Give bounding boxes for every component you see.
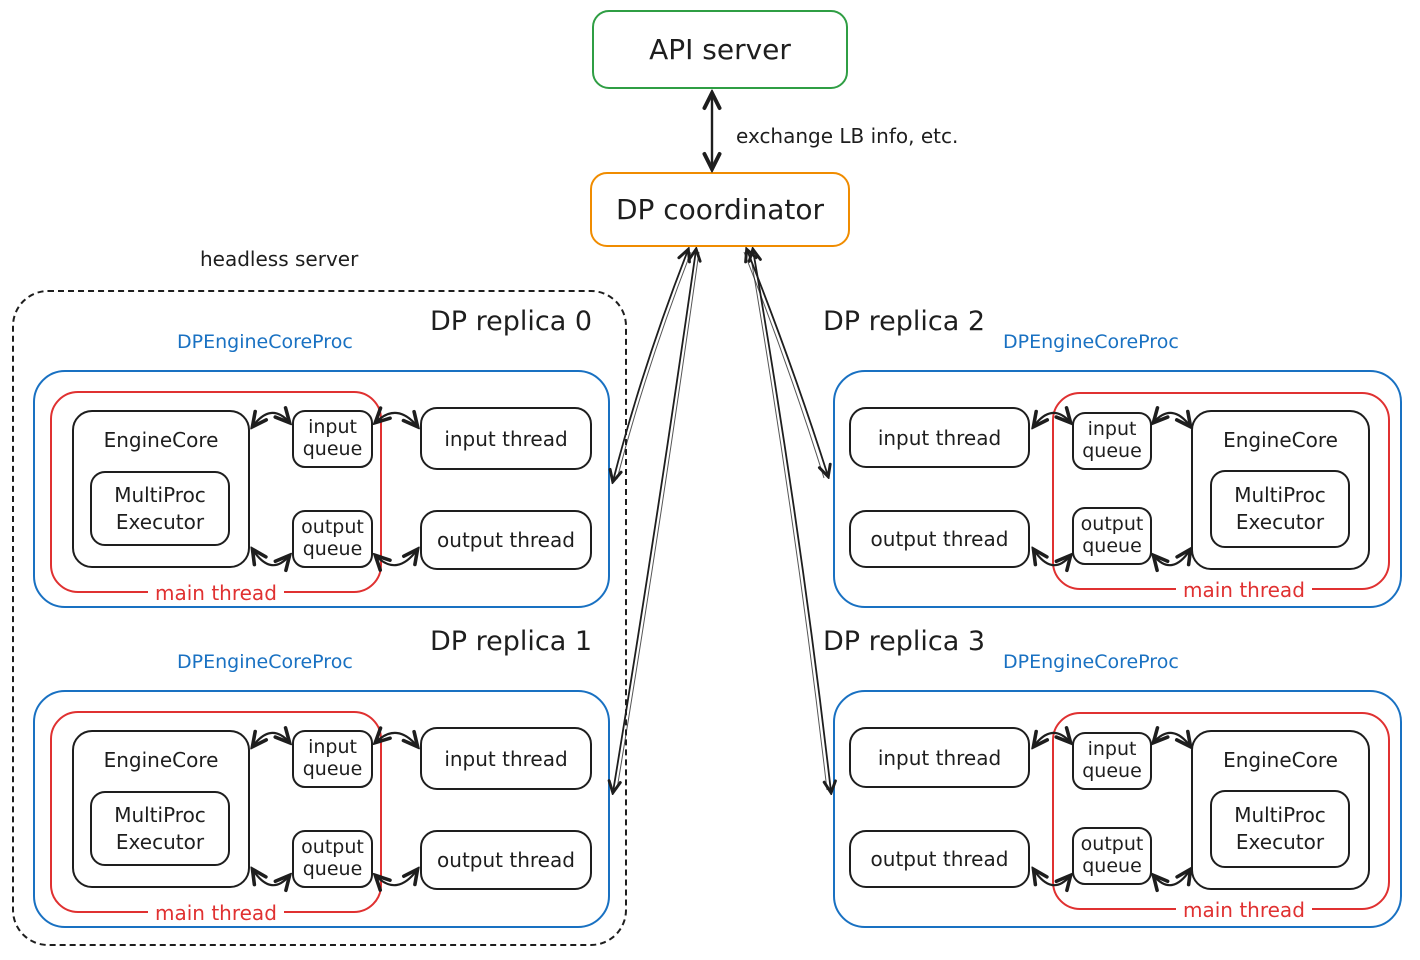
replica-0-input-queue-box: input queue bbox=[292, 410, 373, 468]
replica-2-proc-label: DPEngineCoreProc bbox=[1003, 331, 1179, 353]
replica-0-proc-label: DPEngineCoreProc bbox=[177, 331, 353, 353]
dp-coordinator-label: DP coordinator bbox=[615, 193, 825, 226]
replica-2-executor-label: MultiProc Executor bbox=[1234, 483, 1326, 534]
replica-1-output-queue-label: output queue bbox=[301, 836, 364, 880]
replica-0-input-queue-label: input queue bbox=[302, 416, 363, 460]
replica-2-output-queue-label: output queue bbox=[1080, 513, 1144, 557]
replica-3-input-thread-label: input thread bbox=[877, 745, 1002, 770]
replica-0-title: DP replica 0 bbox=[430, 306, 593, 337]
arrow-coordinator-replica-2 bbox=[747, 250, 828, 476]
api-server-box: API server bbox=[592, 10, 848, 89]
replica-2-input-thread-box: input thread bbox=[849, 407, 1030, 468]
replica-1-engine-core-label: EngineCore bbox=[103, 748, 219, 772]
dp-coordinator-box: DP coordinator bbox=[590, 172, 850, 247]
replica-2-output-queue-box: output queue bbox=[1072, 507, 1152, 565]
replica-1-executor-label: MultiProc Executor bbox=[114, 802, 206, 854]
replica-1-input-queue-label: input queue bbox=[302, 736, 363, 780]
headless-server-label: headless server bbox=[200, 247, 359, 271]
replica-3-output-thread-label: output thread bbox=[870, 847, 1009, 871]
api-server-label: API server bbox=[649, 33, 791, 66]
replica-3-input-queue-label: input queue bbox=[1082, 738, 1142, 782]
replica-2-output-thread-box: output thread bbox=[849, 510, 1030, 568]
replica-1-input-thread-box: input thread bbox=[420, 727, 592, 790]
arrow-coordinator-replica-3-echo bbox=[749, 251, 828, 791]
replica-3-multiproc-executor-box: MultiProc Executor bbox=[1210, 790, 1350, 868]
replica-3-proc-label: DPEngineCoreProc bbox=[1003, 651, 1179, 673]
replica-3-input-queue-box: input queue bbox=[1072, 732, 1152, 790]
replica-0-output-thread-label: output thread bbox=[437, 528, 575, 552]
replica-3-output-queue-label: output queue bbox=[1080, 833, 1144, 877]
replica-1-input-queue-box: input queue bbox=[292, 730, 373, 788]
replica-2-input-thread-label: input thread bbox=[877, 425, 1002, 450]
replica-2-title: DP replica 2 bbox=[823, 306, 986, 337]
replica-2-output-thread-label: output thread bbox=[870, 527, 1009, 551]
replica-0-output-queue-label: output queue bbox=[301, 516, 364, 560]
replica-2-input-queue-box: input queue bbox=[1072, 412, 1152, 470]
api-coordinator-link-label: exchange LB info, etc. bbox=[736, 124, 959, 148]
replica-1-input-thread-label: input thread bbox=[444, 746, 568, 771]
arrow-coordinator-replica-0-echo bbox=[616, 251, 692, 480]
replica-2-main-thread-label: main thread bbox=[1176, 579, 1312, 601]
replica-3-title: DP replica 3 bbox=[823, 626, 986, 657]
replica-0-output-thread-box: output thread bbox=[420, 510, 592, 570]
replica-1-multiproc-executor-box: MultiProc Executor bbox=[90, 791, 230, 866]
arrow-coordinator-replica-2-echo bbox=[743, 251, 825, 479]
replica-0-input-thread-label: input thread bbox=[444, 426, 568, 451]
replica-2-engine-core-label: EngineCore bbox=[1223, 428, 1338, 452]
replica-0-output-queue-box: output queue bbox=[292, 510, 373, 568]
replica-1-proc-label: DPEngineCoreProc bbox=[177, 651, 353, 673]
replica-3-output-queue-box: output queue bbox=[1072, 827, 1152, 885]
replica-2-input-queue-label: input queue bbox=[1082, 418, 1142, 462]
replica-3-input-thread-box: input thread bbox=[849, 727, 1030, 788]
arrow-coordinator-replica-1-echo bbox=[616, 251, 700, 790]
replica-0-main-thread-label: main thread bbox=[148, 582, 284, 604]
replica-3-engine-core-label: EngineCore bbox=[1223, 748, 1338, 772]
replica-1-output-thread-label: output thread bbox=[437, 848, 575, 872]
replica-1-output-thread-box: output thread bbox=[420, 830, 592, 890]
arrow-coordinator-replica-3 bbox=[753, 250, 831, 792]
replica-1-output-queue-box: output queue bbox=[292, 830, 373, 888]
replica-3-executor-label: MultiProc Executor bbox=[1234, 803, 1326, 854]
replica-0-executor-label: MultiProc Executor bbox=[114, 482, 206, 534]
replica-3-main-thread-label: main thread bbox=[1176, 899, 1312, 921]
replica-1-main-thread-label: main thread bbox=[148, 902, 284, 924]
replica-0-engine-core-label: EngineCore bbox=[103, 428, 219, 452]
replica-0-input-thread-box: input thread bbox=[420, 407, 592, 470]
replica-1-title: DP replica 1 bbox=[430, 626, 593, 657]
replica-2-multiproc-executor-box: MultiProc Executor bbox=[1210, 470, 1350, 548]
replica-0-multiproc-executor-box: MultiProc Executor bbox=[90, 471, 230, 546]
replica-3-output-thread-box: output thread bbox=[849, 830, 1030, 888]
